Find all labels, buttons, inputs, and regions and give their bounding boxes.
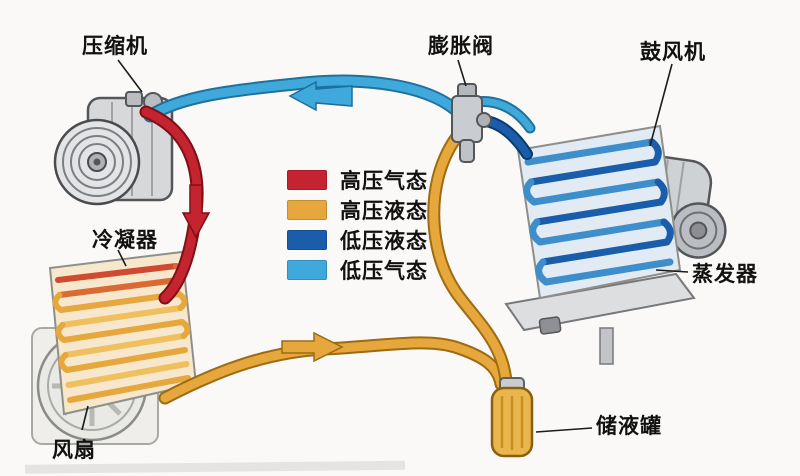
leader-condenser	[117, 249, 127, 267]
legend-row-lp-liquid: 低压液态	[287, 225, 428, 255]
legend: 高压气态 高压液态 低压液态 低压气态	[287, 165, 428, 285]
label-compressor: 压缩机	[82, 35, 148, 58]
flow-arrow-right-hp-liquid	[281, 331, 344, 363]
condenser-graphic	[48, 250, 198, 416]
leader-fan	[81, 405, 89, 431]
flow-arrow-left-lp-gas	[288, 80, 353, 112]
legend-row-hp-gas: 高压气态	[287, 165, 428, 195]
legend-swatch-hp-liquid	[287, 200, 327, 220]
compressor-graphic	[53, 91, 174, 206]
leader-blower	[649, 63, 673, 147]
evaporator-graphic	[516, 124, 682, 300]
legend-label-hp-gas: 高压气态	[340, 170, 428, 193]
evaporator-tray-graphic	[504, 272, 696, 365]
legend-label-hp-liquid: 高压液态	[340, 200, 428, 223]
label-receiver: 储液罐	[596, 415, 662, 438]
label-fan: 风扇	[52, 439, 96, 462]
label-expansion-valve: 膨胀阀	[428, 35, 494, 58]
legend-row-lp-gas: 低压气态	[287, 255, 428, 285]
legend-label-lp-liquid: 低压液态	[340, 230, 428, 253]
leader-lines	[81, 59, 689, 433]
leader-compressor	[117, 59, 143, 93]
flow-arrow-down-hp-gas	[181, 184, 211, 239]
legend-swatch-lp-liquid	[287, 230, 327, 250]
floor-edge	[25, 460, 405, 474]
label-condenser: 冷凝器	[92, 229, 158, 252]
legend-label-lp-gas: 低压气态	[340, 260, 428, 283]
legend-row-hp-liquid: 高压液态	[287, 195, 428, 225]
label-blower: 鼓风机	[640, 41, 706, 64]
pipe-high-pressure-liquid	[158, 123, 513, 405]
pipe-clamp-graphic	[538, 316, 562, 335]
expansion-valve-graphic	[451, 83, 492, 163]
leader-receiver	[535, 427, 593, 433]
receiver-tank-graphic	[490, 377, 534, 458]
legend-swatch-lp-gas	[287, 260, 327, 280]
legend-swatch-hp-gas	[287, 170, 327, 190]
leader-evaporator	[655, 269, 689, 273]
label-evaporator: 蒸发器	[692, 263, 758, 286]
leader-expansion-valve	[457, 59, 467, 87]
